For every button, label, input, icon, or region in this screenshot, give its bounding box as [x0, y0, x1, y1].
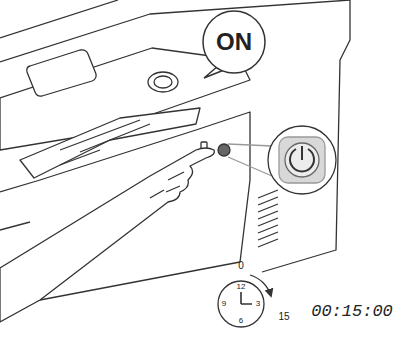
bubble-circle [203, 11, 265, 73]
clock-number: 12 [237, 283, 246, 291]
nav-button [148, 72, 178, 92]
magnified-circle [268, 126, 336, 194]
zoom-lines [228, 144, 272, 176]
power-symbol-bar [301, 146, 303, 160]
clock-face: 12 3 6 9 [217, 280, 265, 328]
nav-button-inner [154, 76, 172, 88]
callout-bubble: ON [198, 8, 268, 76]
clock-number: 9 [222, 300, 226, 308]
drawer-edge [0, 222, 30, 230]
vents [258, 190, 278, 247]
finger-lines [150, 172, 184, 198]
button-face [279, 137, 325, 183]
tray-lines [60, 120, 150, 165]
clock-hands [241, 292, 252, 304]
hand [0, 148, 214, 322]
clock-circle [218, 281, 264, 327]
minute-mark: 0 [238, 261, 244, 271]
printer [0, 0, 350, 322]
power-button [218, 144, 230, 156]
display [27, 50, 96, 96]
timer-display: 00:15:00 [311, 303, 393, 320]
button-ring [285, 143, 319, 177]
clock-number: 3 [256, 300, 260, 308]
body-side [262, 0, 350, 272]
callout-text: ON [216, 30, 252, 54]
minute-mark: 15 [278, 312, 289, 322]
clock-number: 6 [239, 317, 243, 325]
